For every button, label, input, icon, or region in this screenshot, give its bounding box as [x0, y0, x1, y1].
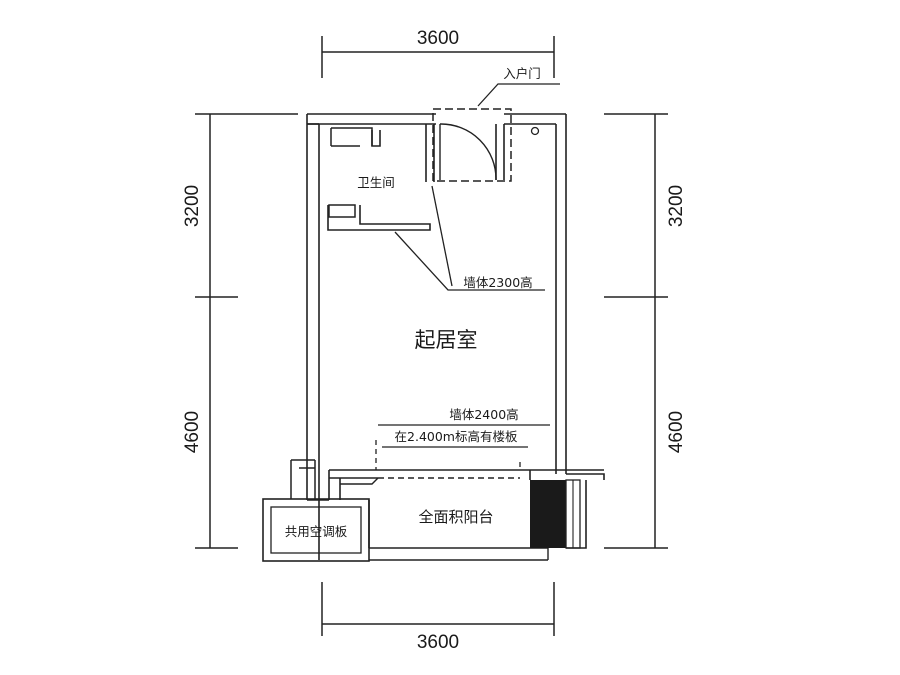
column-block — [530, 480, 566, 548]
entry-door: 入户门 — [432, 66, 560, 182]
wall-2300-label: 墙体2300高 — [463, 275, 532, 290]
bathroom-label: 卫生间 — [357, 175, 395, 190]
right-upper-label: 3200 — [666, 185, 687, 227]
wall-2300-note: 墙体2300高 — [394, 185, 545, 291]
right-lower-label: 4600 — [666, 411, 687, 453]
ac-panel-label: 共用空调板 — [285, 524, 348, 539]
balcony: 全面积阳台 — [307, 469, 605, 561]
wall-2400-note: 墙体2400高 在2.400m标高有楼板 — [375, 407, 550, 470]
outer-walls — [306, 113, 567, 500]
entry-door-label: 入户门 — [503, 66, 541, 81]
floor-slab-label: 在2.400m标高有楼板 — [395, 429, 518, 444]
balcony-label: 全面积阳台 — [418, 508, 493, 526]
bottom-width-label: 3600 — [417, 632, 459, 653]
bottom-dimension: 3600 — [321, 582, 555, 653]
wall-2400-label: 墙体2400高 — [449, 407, 518, 422]
top-width-label: 3600 — [417, 28, 459, 49]
left-upper-label: 3200 — [182, 185, 203, 227]
bathroom: 卫生间 — [327, 124, 435, 231]
right-dimension: 3200 4600 — [604, 113, 687, 549]
ac-panel: 共用空调板 — [262, 459, 370, 562]
top-dimension: 3600 — [321, 28, 555, 78]
living-room-label: 起居室 — [415, 328, 478, 352]
left-lower-label: 4600 — [182, 411, 203, 453]
left-dimension: 3200 4600 — [182, 113, 298, 549]
